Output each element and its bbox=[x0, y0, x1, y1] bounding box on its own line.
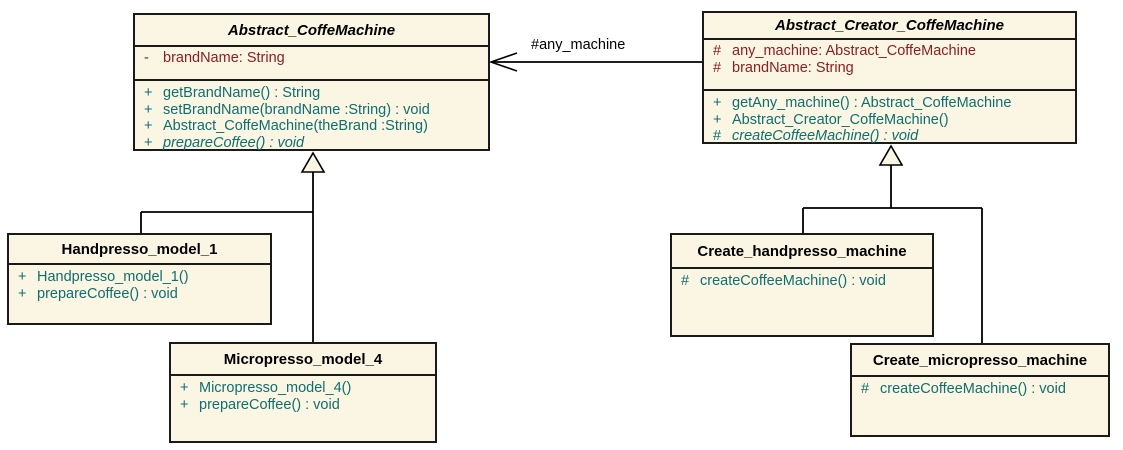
attribute-text: brandName: String bbox=[163, 50, 285, 66]
visibility-symbol: + bbox=[18, 285, 27, 302]
method-row-abstract: # createCoffeeMachine() : void bbox=[704, 128, 1075, 145]
method-text: Micropresso_model_4() bbox=[199, 380, 352, 396]
visibility-symbol: # bbox=[713, 43, 722, 59]
methods-compartment: + Handpresso_model_1() + prepareCoffee()… bbox=[9, 265, 270, 323]
visibility-symbol: # bbox=[681, 273, 690, 289]
visibility-symbol: # bbox=[713, 59, 722, 76]
visibility-symbol: + bbox=[144, 85, 153, 101]
method-text: Abstract_CoffeMachine(theBrand :String) bbox=[163, 118, 428, 134]
method-row-abstract: + prepareCoffee() : void bbox=[135, 135, 488, 152]
methods-compartment: + Micropresso_model_4() + prepareCoffee(… bbox=[171, 376, 435, 441]
method-text: createCoffeeMachine() : void bbox=[880, 381, 1066, 397]
method-text: Abstract_Creator_CoffeMachine() bbox=[732, 111, 949, 128]
method-text: setBrandName(brandName :String) : void bbox=[163, 101, 430, 118]
class-box-create-micropresso-machine: Create_micropresso_machine # createCoffe… bbox=[850, 343, 1110, 437]
attribute-text: any_machine: Abstract_CoffeMachine bbox=[732, 43, 976, 59]
method-row: + prepareCoffee() : void bbox=[9, 286, 270, 303]
attribute-row: - brandName: String bbox=[135, 50, 488, 67]
methods-compartment: + getBrandName() : String + setBrandName… bbox=[135, 81, 488, 151]
class-box-create-handpresso-machine: Create_handpresso_machine # createCoffee… bbox=[670, 233, 934, 337]
method-row: + Abstract_CoffeMachine(theBrand :String… bbox=[135, 118, 488, 135]
method-row: + getBrandName() : String bbox=[135, 85, 488, 102]
methods-compartment: # createCoffeeMachine() : void bbox=[852, 377, 1108, 435]
attributes-compartment: # any_machine: Abstract_CoffeMachine # b… bbox=[704, 40, 1075, 91]
attribute-text: brandName: String bbox=[732, 59, 854, 76]
method-text: createCoffeeMachine() : void bbox=[700, 273, 886, 289]
attributes-compartment: - brandName: String bbox=[135, 47, 488, 81]
method-row: + Abstract_Creator_CoffeMachine() bbox=[704, 112, 1075, 129]
class-title-abstract-coffemachine: Abstract_CoffeMachine bbox=[135, 15, 488, 47]
attribute-row: # brandName: String bbox=[704, 60, 1075, 77]
visibility-symbol: + bbox=[713, 111, 722, 128]
visibility-symbol: + bbox=[144, 101, 153, 118]
method-row: # createCoffeeMachine() : void bbox=[672, 273, 932, 290]
visibility-symbol: - bbox=[144, 50, 149, 66]
generalization-triangle-right bbox=[878, 144, 904, 166]
visibility-symbol: + bbox=[713, 95, 722, 111]
method-text: getAny_machine() : Abstract_CoffeMachine bbox=[732, 95, 1012, 111]
method-row: # createCoffeeMachine() : void bbox=[852, 381, 1108, 398]
method-text: Handpresso_model_1() bbox=[37, 269, 189, 285]
class-box-handpresso-model-1: Handpresso_model_1 + Handpresso_model_1(… bbox=[7, 233, 272, 325]
method-text: prepareCoffee() : void bbox=[37, 285, 178, 302]
generalization-triangle-left bbox=[300, 151, 326, 173]
method-row: + setBrandName(brandName :String) : void bbox=[135, 102, 488, 119]
visibility-symbol: + bbox=[180, 380, 189, 396]
visibility-symbol: + bbox=[180, 396, 189, 413]
visibility-symbol: # bbox=[861, 381, 870, 397]
method-row: + getAny_machine() : Abstract_CoffeMachi… bbox=[704, 95, 1075, 112]
method-row: + Handpresso_model_1() bbox=[9, 269, 270, 286]
method-text: createCoffeeMachine() : void bbox=[732, 128, 919, 144]
method-text: prepareCoffee() : void bbox=[199, 396, 340, 413]
method-row: + Micropresso_model_4() bbox=[171, 380, 435, 397]
visibility-symbol: # bbox=[713, 128, 722, 144]
class-box-micropresso-model-4: Micropresso_model_4 + Micropresso_model_… bbox=[169, 342, 437, 443]
method-text: prepareCoffee() : void bbox=[163, 134, 305, 151]
association-open-arrowhead bbox=[488, 52, 518, 72]
attribute-row: # any_machine: Abstract_CoffeMachine bbox=[704, 43, 1075, 60]
visibility-symbol: + bbox=[144, 134, 153, 151]
method-text: getBrandName() : String bbox=[163, 85, 321, 101]
methods-compartment: + getAny_machine() : Abstract_CoffeMachi… bbox=[704, 91, 1075, 145]
class-box-abstract-coffemachine: Abstract_CoffeMachine - brandName: Strin… bbox=[133, 13, 490, 151]
class-box-abstract-creator-coffemachine: Abstract_Creator_CoffeMachine # any_mach… bbox=[702, 11, 1077, 144]
class-title-create-handpresso-machine: Create_handpresso_machine bbox=[672, 235, 932, 269]
class-title-handpresso-model-1: Handpresso_model_1 bbox=[9, 235, 270, 265]
association-label-any-machine: #any_machine bbox=[531, 37, 626, 53]
class-title-abstract-creator-coffemachine: Abstract_Creator_CoffeMachine bbox=[704, 13, 1075, 40]
method-row: + prepareCoffee() : void bbox=[171, 397, 435, 414]
class-title-create-micropresso-machine: Create_micropresso_machine bbox=[852, 345, 1108, 377]
visibility-symbol: + bbox=[18, 269, 27, 285]
class-title-micropresso-model-4: Micropresso_model_4 bbox=[171, 344, 435, 376]
visibility-symbol: + bbox=[144, 118, 153, 134]
methods-compartment: # createCoffeeMachine() : void bbox=[672, 269, 932, 335]
